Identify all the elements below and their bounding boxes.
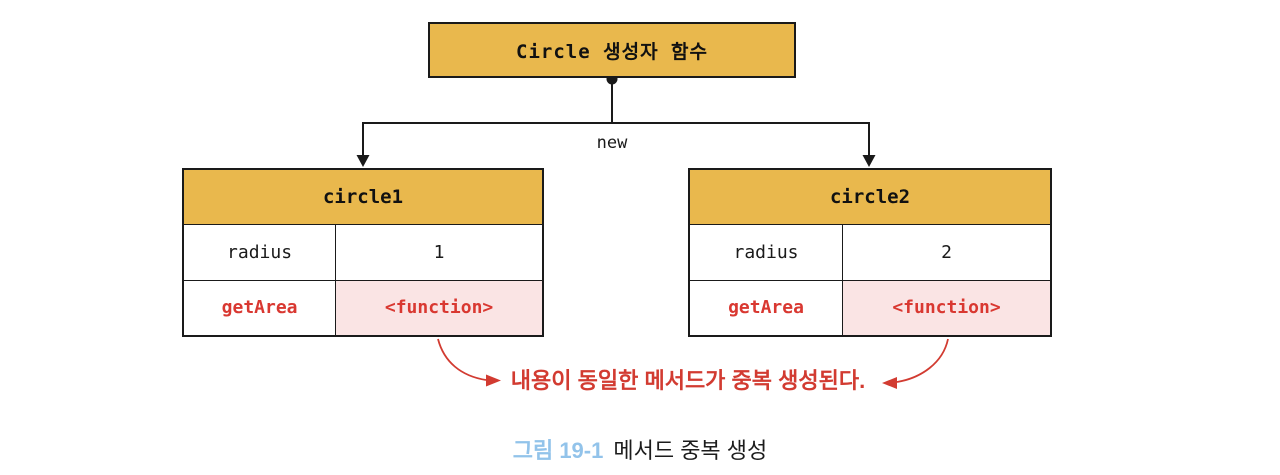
property-value-function: <function> <box>843 280 1050 335</box>
object-table-circle2: circle2 radius 2 getArea <function> <box>688 168 1052 337</box>
table-row: radius 2 <box>690 225 1050 280</box>
left-red-arrowhead-icon <box>486 374 501 387</box>
figure-caption: 그림 19-1 메서드 중복 생성 <box>0 433 1280 465</box>
right-red-arrowhead-icon <box>882 377 897 389</box>
right-red-curve-arrow <box>896 338 949 383</box>
new-operator-label: new <box>596 133 628 153</box>
object-table-circle1: circle1 radius 1 getArea <function> <box>182 168 544 337</box>
table-row: getArea <function> <box>690 279 1050 335</box>
right-arrowhead-icon <box>862 155 876 167</box>
table-row: getArea <function> <box>184 279 542 335</box>
object-title-circle2: circle2 <box>690 170 1050 225</box>
property-key-getarea: getArea <box>184 280 337 335</box>
object-title-circle1: circle1 <box>184 170 542 225</box>
left-red-curve-arrow <box>437 338 487 381</box>
duplication-annotation-text: 내용이 동일한 메서드가 중복 생성된다. <box>510 368 866 393</box>
property-key-radius: radius <box>690 225 843 280</box>
constructor-function-box: Circle 생성자 함수 <box>428 22 796 78</box>
property-key-radius: radius <box>184 225 337 280</box>
property-value-function: <function> <box>336 280 542 335</box>
property-value-radius: 2 <box>941 241 952 263</box>
property-key-getarea: getArea <box>690 280 843 335</box>
figure-number-label: 그림 19-1 <box>512 438 604 463</box>
figure-title-text: 메서드 중복 생성 <box>613 438 768 463</box>
table-row: radius 1 <box>184 225 542 280</box>
left-arrowhead-icon <box>356 155 370 167</box>
property-value-radius: 1 <box>433 241 445 263</box>
